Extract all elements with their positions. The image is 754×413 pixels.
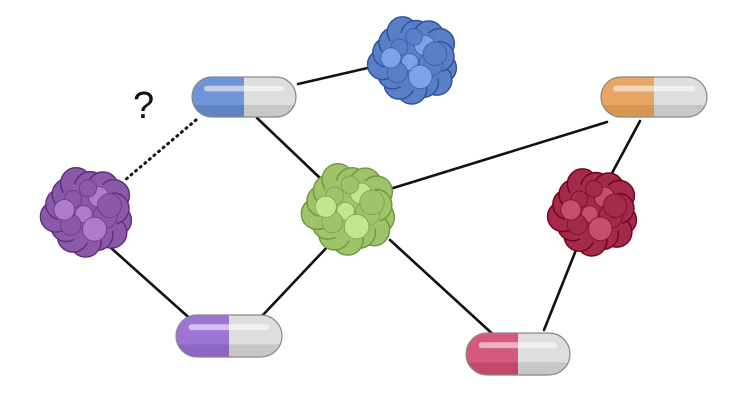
protein-blue-blob (366, 16, 458, 105)
edge-drug-orange-to-protein-red (609, 119, 642, 177)
edge-protein-green-to-drug-pink (388, 238, 499, 340)
drug-purple-capsule (175, 314, 283, 358)
edge-protein-red-to-drug-pink (542, 248, 578, 332)
edge-drug-purple-to-protein-green (260, 242, 332, 318)
drug-orange-capsule (600, 76, 708, 118)
edge-protein-green-to-drug-orange (388, 120, 609, 191)
edge-protein-purple-to-drug-purple (108, 245, 197, 325)
edge-drug-blue-to-protein-purple-dotted (123, 118, 198, 182)
drug-pink-capsule (465, 332, 571, 376)
protein-green-blob (300, 162, 396, 256)
nodes-layer (39, 16, 708, 376)
drug-blue-capsule (191, 76, 297, 118)
question-mark-annotation: ? (133, 85, 154, 127)
edge-drug-blue-to-protein-green (255, 116, 322, 180)
edges-layer (108, 65, 642, 340)
edge-drug-blue-to-protein-blue (296, 65, 374, 86)
protein-red-blob (546, 168, 638, 257)
protein-purple-blob (39, 166, 133, 258)
